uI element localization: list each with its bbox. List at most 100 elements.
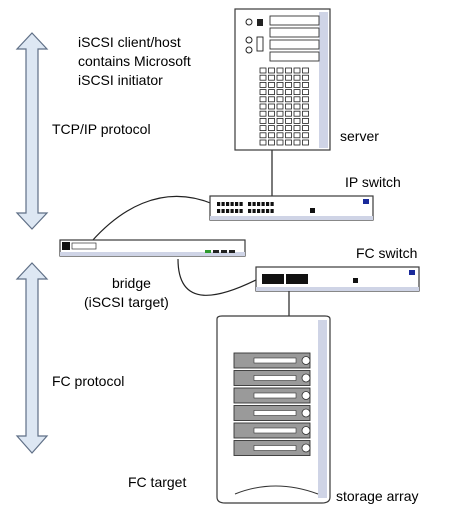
server-label: server [340, 128, 379, 144]
vent-cell [268, 89, 275, 95]
vent-cell [302, 139, 309, 146]
switch-port [230, 202, 234, 206]
switch-port [248, 209, 252, 213]
switch-port [252, 202, 256, 206]
switch-port [261, 209, 265, 213]
vent-cell [293, 118, 301, 124]
switch-port [235, 202, 239, 206]
vent-cell [293, 139, 301, 146]
vent-cell [259, 82, 267, 88]
drive-slot [253, 357, 297, 364]
switch-port [235, 209, 239, 213]
vent-cell [276, 118, 284, 124]
switch-port [266, 202, 270, 206]
vent-cell [268, 96, 275, 103]
vent-cell [293, 74, 301, 81]
vent-cell [276, 89, 284, 95]
vent-cell [302, 96, 309, 103]
drive-slot [253, 427, 297, 434]
switch-port [239, 209, 243, 213]
vent-cell [259, 103, 267, 110]
storage-array-label: storage array [336, 488, 419, 504]
switch-port [226, 202, 230, 206]
vent-cell [276, 103, 284, 110]
vent-cell [302, 132, 309, 139]
drive-slot [253, 410, 297, 416]
vent-cell [285, 103, 292, 110]
switch-port [266, 209, 270, 213]
vent-cell [302, 125, 309, 131]
drive-slot [253, 375, 297, 381]
vent-cell [293, 125, 301, 131]
vent-cell [293, 103, 301, 110]
vent-cell [268, 118, 275, 124]
drive-handle [301, 408, 311, 418]
drive-handle [301, 443, 311, 453]
ip-switch-to-bridge-cable [91, 195, 214, 242]
drive-handle [301, 391, 311, 400]
switch-port [230, 209, 234, 213]
vent-cell [285, 82, 292, 88]
vent-cell [302, 118, 309, 124]
bridge-icon [59, 239, 246, 257]
switch-port [270, 209, 274, 213]
storage-array-icon [216, 315, 331, 504]
vent-cell [268, 125, 275, 131]
switch-port [257, 202, 261, 206]
vent-cell [276, 110, 284, 117]
vent-cell [293, 89, 301, 95]
iscsi-client-label-line2: contains Microsoft [78, 53, 191, 69]
vent-cell [268, 82, 275, 88]
vent-cell [285, 139, 292, 146]
switch-port [217, 202, 221, 206]
vent-cell [285, 118, 292, 124]
fc-target-label: FC target [128, 474, 187, 490]
vent-cell [259, 125, 267, 131]
vent-cell [302, 67, 309, 74]
drive-handle [301, 373, 311, 383]
vent-cell [293, 67, 301, 74]
switch-port [252, 209, 256, 213]
vent-cell [268, 110, 275, 117]
switch-port [270, 202, 274, 206]
vent-cell [285, 67, 292, 74]
vent-cell [276, 82, 284, 88]
vent-cell [276, 74, 284, 81]
vent-cell [285, 96, 292, 103]
network-cables [91, 150, 290, 318]
vent-cell [293, 96, 301, 103]
vent-cell [285, 74, 292, 81]
tcp-protocol-arrow [15, 32, 49, 230]
tcp-protocol-label: TCP/IP protocol [52, 121, 151, 137]
vent-cell [302, 74, 309, 81]
ip-switch-icon [209, 195, 374, 221]
server-icon [234, 8, 331, 151]
drive-slot [253, 445, 297, 451]
drive-handle [301, 426, 311, 435]
switch-port [221, 209, 225, 213]
switch-port [257, 209, 261, 213]
fc-protocol-label: FC protocol [52, 373, 125, 389]
fc-protocol-arrow [15, 262, 49, 454]
bridge-label-line1: bridge [112, 275, 151, 291]
storage-drive-bays [233, 352, 311, 456]
vent-cell [259, 110, 267, 117]
vent-cell [293, 110, 301, 117]
vent-cell [259, 74, 267, 81]
switch-port [221, 202, 225, 206]
vent-cell [302, 82, 309, 88]
vent-cell [285, 132, 292, 139]
vent-cell [276, 125, 284, 131]
bridge-label-line2: (iSCSI target) [84, 294, 169, 310]
switch-port [261, 202, 265, 206]
vent-cell [276, 67, 284, 74]
vent-cell [276, 139, 284, 146]
switch-port [217, 209, 221, 213]
ip-switch-ports [217, 202, 274, 213]
switch-port [226, 209, 230, 213]
switch-port [239, 202, 243, 206]
iscsi-client-label-line3: iSCSI initiator [78, 72, 163, 88]
fc-switch-icon [255, 266, 420, 292]
vent-cell [268, 74, 275, 81]
vent-cell [302, 110, 309, 117]
